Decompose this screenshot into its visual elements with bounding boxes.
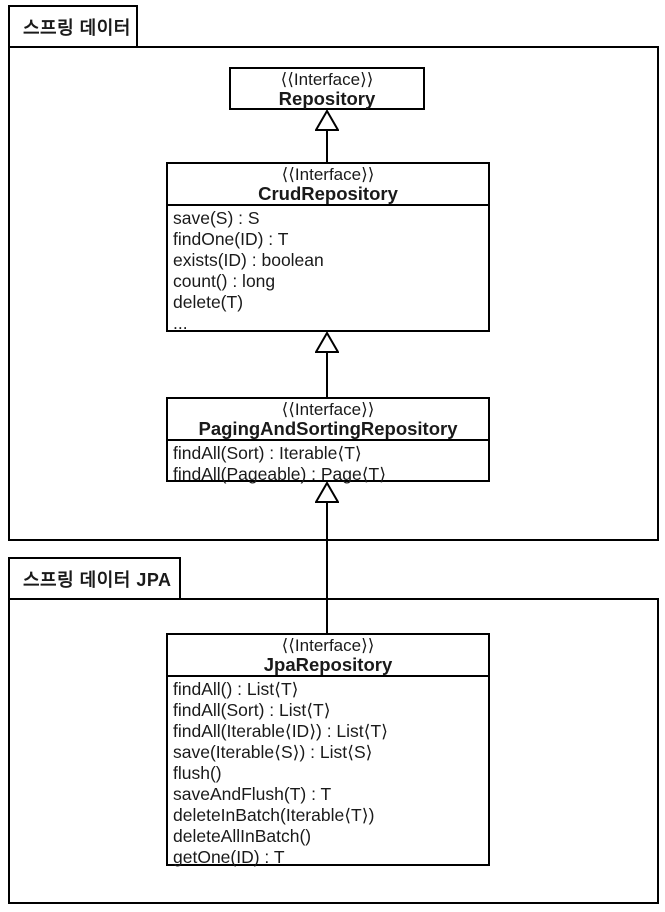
method-text: findOne(ID) : T [173, 229, 289, 249]
generalization-line-crud-to-repository [326, 128, 328, 164]
class-name: Repository [278, 88, 376, 109]
class-paging-and-sorting-repository-methods: findAll(Sort) : Iterable⟨T⟩findAll(Pagea… [168, 439, 488, 485]
class-paging-and-sorting-repository-header: ⟨⟨Interface⟩⟩ PagingAndSortingRepository [168, 399, 488, 439]
package-spring-data-tab: 스프링 데이터 [8, 5, 138, 48]
method-text: findAll(Iterable⟨ID⟩) : List⟨T⟩ [173, 721, 389, 741]
generalization-arrow-icon [314, 331, 340, 353]
class-name: CrudRepository [258, 183, 398, 204]
stereotype-label: ⟨⟨Interface⟩⟩ [281, 165, 375, 184]
class-jpa-repository-header: ⟨⟨Interface⟩⟩ JpaRepository [168, 635, 488, 675]
method-text: deleteAllInBatch() [173, 826, 312, 846]
method-text: ... [173, 313, 188, 333]
method-text: findAll(Sort) : List⟨T⟩ [173, 700, 331, 720]
stereotype-label: ⟨⟨Interface⟩⟩ [281, 400, 375, 419]
method-text: count() : long [173, 271, 276, 291]
class-paging-and-sorting-repository: ⟨⟨Interface⟩⟩ PagingAndSortingRepository… [166, 397, 490, 485]
method-text: delete(T) [173, 292, 244, 312]
generalization-line-jpa-to-paging [326, 500, 328, 634]
class-name: JpaRepository [263, 654, 393, 675]
class-name: PagingAndSortingRepository [198, 418, 458, 439]
stereotype-label: ⟨⟨Interface⟩⟩ [280, 70, 374, 89]
generalization-line-paging-to-crud [326, 350, 328, 398]
class-repository-header: ⟨⟨Interface⟩⟩ Repository [231, 69, 423, 109]
class-crud-repository-header: ⟨⟨Interface⟩⟩ CrudRepository [168, 164, 488, 204]
class-jpa-repository-methods: findAll() : List⟨T⟩findAll(Sort) : List⟨… [168, 675, 488, 868]
stereotype-label: ⟨⟨Interface⟩⟩ [281, 636, 375, 655]
package-spring-data-jpa-label: 스프링 데이터 JPA [23, 569, 172, 590]
generalization-arrow-icon [314, 109, 340, 131]
package-spring-data-jpa-tab: 스프링 데이터 JPA [8, 557, 181, 600]
method-text: findAll(Sort) : Iterable⟨T⟩ [173, 443, 362, 463]
class-repository: ⟨⟨Interface⟩⟩ Repository [229, 67, 425, 110]
generalization-arrow-icon [314, 481, 340, 503]
method-text: save(S) : S [173, 208, 260, 228]
class-crud-repository: ⟨⟨Interface⟩⟩ CrudRepository save(S) : S… [166, 162, 490, 334]
method-text: findAll() : List⟨T⟩ [173, 679, 299, 699]
method-text: save(Iterable⟨S⟩) : List⟨S⟩ [173, 742, 373, 762]
method-text: saveAndFlush(T) : T [173, 784, 332, 804]
class-jpa-repository: ⟨⟨Interface⟩⟩ JpaRepository findAll() : … [166, 633, 490, 868]
package-spring-data-label: 스프링 데이터 [23, 17, 131, 38]
method-text: exists(ID) : boolean [173, 250, 324, 270]
method-text: findAll(Pageable) : Page⟨T⟩ [173, 464, 387, 484]
method-text: getOne(ID) : T [173, 847, 285, 867]
method-text: flush() [173, 763, 222, 783]
method-text: deleteInBatch(Iterable⟨T⟩) [173, 805, 375, 825]
